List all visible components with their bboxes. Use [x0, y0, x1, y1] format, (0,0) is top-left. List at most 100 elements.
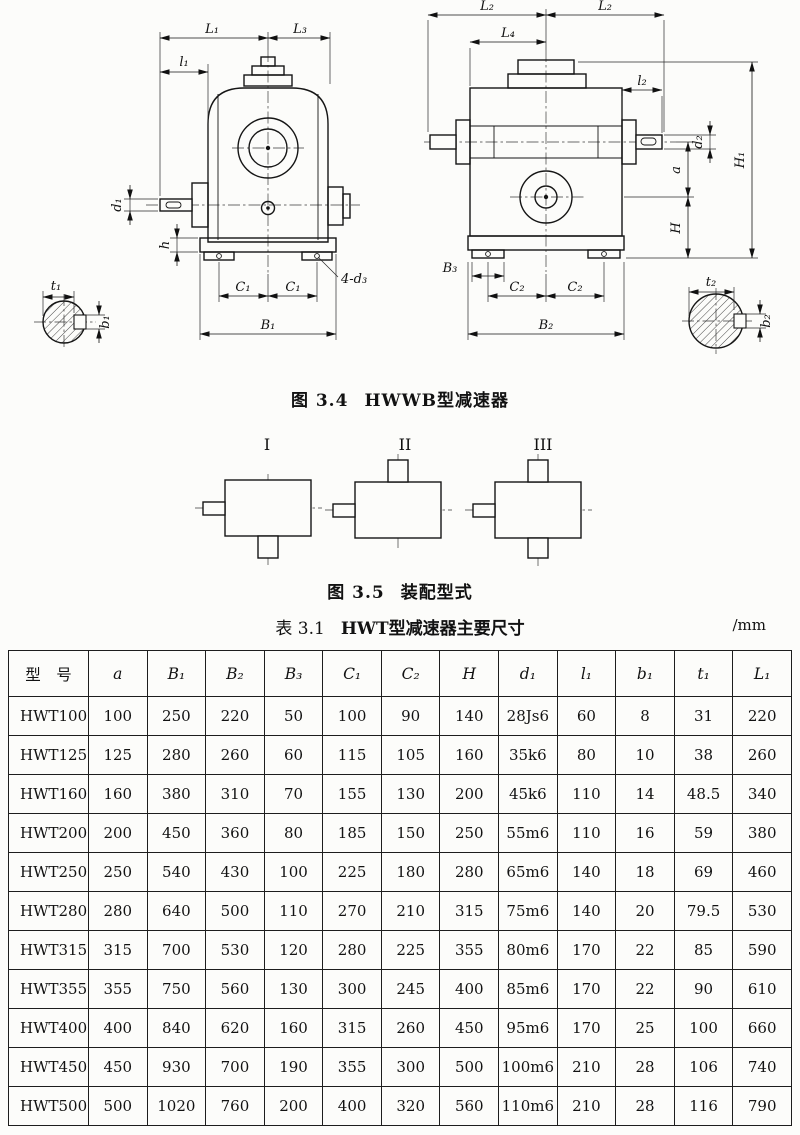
value-cell: 760	[205, 1086, 265, 1126]
dim-label-L2-right: L₂	[597, 0, 612, 14]
value-cell: 8	[615, 696, 675, 736]
dim-label-L3: L₃	[292, 22, 307, 37]
value-cell: 355	[322, 1047, 382, 1087]
value-cell: 70	[263, 774, 324, 814]
value-cell: 22	[615, 969, 675, 1009]
input-shaft-section: t₁ b₁	[34, 279, 113, 350]
model-cell: HWT160	[8, 774, 89, 814]
value-cell: 930	[146, 1047, 207, 1087]
value-cell: 79.5	[673, 891, 734, 931]
figure-3-5-drawing: I II III	[195, 435, 592, 566]
value-cell: 210	[380, 891, 441, 931]
value-cell: 170	[556, 1008, 617, 1048]
model-cell: HWT125	[8, 735, 89, 775]
value-cell: 200	[439, 774, 500, 814]
value-cell: 500	[88, 1086, 148, 1126]
value-cell: 14	[615, 774, 675, 814]
value-cell: 750	[146, 969, 207, 1009]
value-cell: 170	[556, 930, 617, 970]
dim-label-h: h	[158, 241, 173, 249]
value-cell: 100	[322, 696, 382, 736]
value-cell: 200	[263, 1086, 324, 1126]
dim-label-H1: H₁	[733, 152, 748, 170]
value-cell: 110m6	[498, 1086, 558, 1126]
value-cell: 280	[439, 852, 500, 892]
value-cell: 22	[615, 930, 675, 970]
dim-label-d1: d₁	[110, 198, 125, 212]
value-cell: 460	[732, 852, 792, 892]
value-cell: 140	[556, 891, 617, 931]
value-cell: 25	[615, 1008, 675, 1048]
model-cell: HWT500	[8, 1086, 89, 1126]
value-cell: 65m6	[498, 852, 558, 892]
value-cell: 90	[673, 969, 734, 1009]
value-cell: 340	[732, 774, 792, 814]
column-header-11: t₁	[673, 650, 734, 697]
value-cell: 160	[88, 774, 148, 814]
value-cell: 75m6	[498, 891, 558, 931]
value-cell: 85m6	[498, 969, 558, 1009]
column-header-7: H	[439, 650, 500, 697]
value-cell: 28Js6	[498, 696, 558, 736]
value-cell: 1020	[146, 1086, 207, 1126]
dim-label-l2: l₂	[637, 74, 646, 89]
value-cell: 220	[732, 696, 792, 736]
value-cell: 106	[673, 1047, 734, 1087]
column-header-12: L₁	[732, 650, 792, 697]
value-cell: 540	[146, 852, 207, 892]
value-cell: 60	[556, 696, 617, 736]
variant-3-label: III	[534, 435, 553, 454]
dim-label-b2: b₂	[759, 314, 774, 328]
dim-label-H: H	[669, 222, 684, 235]
value-cell: 16	[615, 813, 675, 853]
value-cell: 300	[322, 969, 382, 1009]
value-cell: 95m6	[498, 1008, 558, 1048]
model-cell: HWT250	[8, 852, 89, 892]
figure-3-4-number: 图 3.4	[290, 391, 349, 411]
value-cell: 790	[732, 1086, 792, 1126]
dim-label-b1: b₁	[98, 315, 113, 329]
value-cell: 700	[146, 930, 207, 970]
value-cell: 170	[556, 969, 617, 1009]
value-cell: 125	[88, 735, 148, 775]
value-cell: 160	[439, 735, 500, 775]
dim-label-C1-left: C₁	[235, 280, 250, 295]
value-cell: 280	[322, 930, 382, 970]
value-cell: 280	[88, 891, 148, 931]
column-header-0: 型 号	[8, 650, 89, 697]
value-cell: 590	[732, 930, 792, 970]
value-cell: 380	[146, 774, 207, 814]
assembly-variant-3: III	[465, 435, 592, 566]
value-cell: 28	[615, 1047, 675, 1087]
value-cell: 500	[205, 891, 265, 931]
value-cell: 430	[205, 852, 265, 892]
value-cell: 160	[263, 1008, 324, 1048]
value-cell: 355	[439, 930, 500, 970]
figure-3-4-title: HWWB型减速器	[364, 391, 510, 411]
side-view-drawing	[424, 50, 676, 272]
value-cell: 280	[146, 735, 207, 775]
value-cell: 110	[556, 774, 617, 814]
value-cell: 530	[732, 891, 792, 931]
value-cell: 610	[732, 969, 792, 1009]
value-cell: 380	[732, 813, 792, 853]
value-cell: 100	[263, 852, 324, 892]
dim-label-l1: l₁	[179, 55, 188, 70]
value-cell: 700	[205, 1047, 265, 1087]
value-cell: 180	[380, 852, 441, 892]
model-cell: HWT355	[8, 969, 89, 1009]
value-cell: 85	[673, 930, 734, 970]
value-cell: 210	[556, 1086, 617, 1126]
assembly-variant-2: II	[325, 435, 452, 548]
value-cell: 100	[88, 696, 148, 736]
value-cell: 400	[439, 969, 500, 1009]
value-cell: 130	[380, 774, 441, 814]
value-cell: 45k6	[498, 774, 558, 814]
value-cell: 210	[556, 1047, 617, 1087]
value-cell: 660	[732, 1008, 792, 1048]
variant-1-label: I	[264, 435, 270, 454]
